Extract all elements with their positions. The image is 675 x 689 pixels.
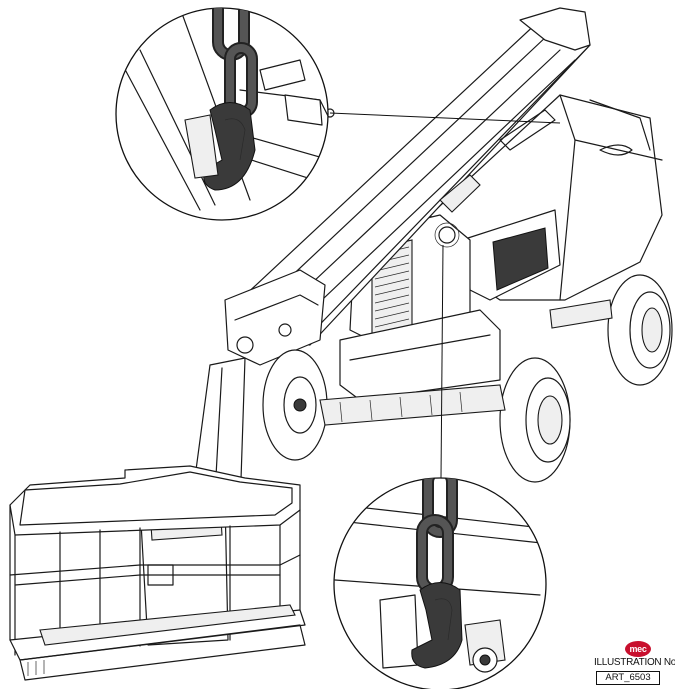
detail-view-chassis-hook (333, 477, 547, 689)
hook-bottom (411, 582, 463, 669)
platform-basket (9, 465, 306, 681)
axles (319, 299, 613, 426)
wheel-right-front (607, 274, 673, 386)
detail-view-boom-hook (115, 7, 329, 221)
boom (239, 7, 591, 346)
chain-bottom (416, 478, 458, 596)
jib-knuckle (224, 269, 326, 366)
illustration-number-box: ART_6503 (596, 671, 660, 685)
mec-logo-icon: mec (625, 641, 651, 657)
machine (9, 7, 673, 681)
hook-top (184, 102, 256, 191)
illustration-number-label: ILLUSTRATION No. (594, 657, 675, 668)
chassis-body (429, 94, 663, 301)
wheel-left-front (262, 349, 328, 461)
turntable (339, 214, 501, 401)
leader-lines (329, 112, 561, 479)
wheel-right-rear (499, 357, 571, 483)
